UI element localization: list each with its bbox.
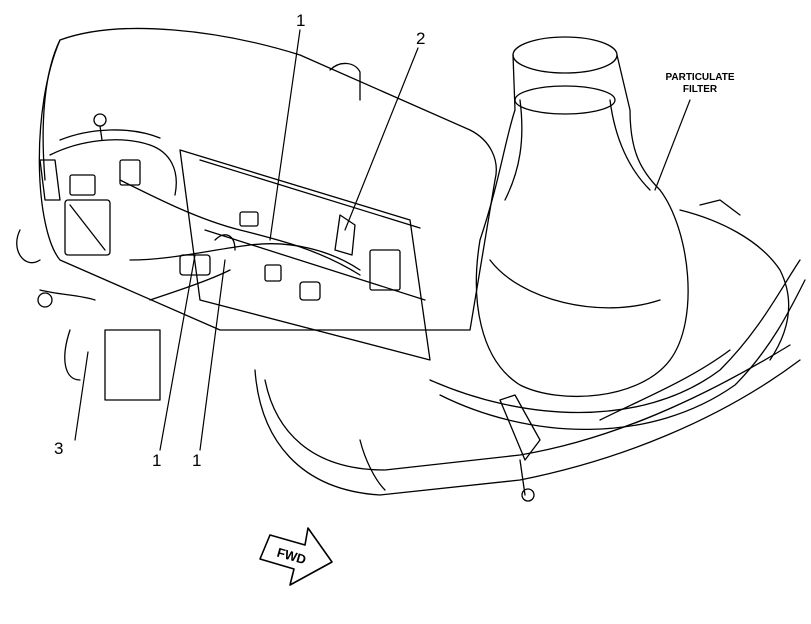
left-harness bbox=[16, 129, 361, 401]
leader-callout-2 bbox=[344, 47, 419, 231]
fwd-label: FWD bbox=[275, 545, 308, 568]
callout-1-bottom-left: 1 bbox=[152, 451, 162, 470]
right-harness bbox=[429, 199, 806, 502]
callout-2: 2 bbox=[416, 29, 426, 48]
particulate-filter-label: PARTICULATE FILTER bbox=[660, 72, 740, 96]
leader-callout-1-top bbox=[269, 29, 301, 241]
particulate-filter-label-line1: PARTICULATE bbox=[665, 72, 735, 83]
leader-callout-1-bottom-left bbox=[159, 254, 196, 451]
leader-lines bbox=[74, 29, 691, 451]
leader-callout-3 bbox=[74, 351, 89, 441]
leader-particulate-filter bbox=[654, 99, 691, 191]
leader-callout-1-bottom-right bbox=[199, 259, 226, 451]
callout-1-bottom-right: 1 bbox=[192, 451, 202, 470]
callout-3: 3 bbox=[54, 439, 64, 458]
callout-1-top: 1 bbox=[296, 11, 306, 30]
particulate-filter-label-line2: FILTER bbox=[682, 84, 718, 95]
engine-housing bbox=[38, 27, 497, 361]
fwd-arrow: FWD bbox=[259, 527, 333, 586]
exhaust-pipe bbox=[254, 344, 801, 496]
particulate-filter bbox=[475, 36, 689, 398]
